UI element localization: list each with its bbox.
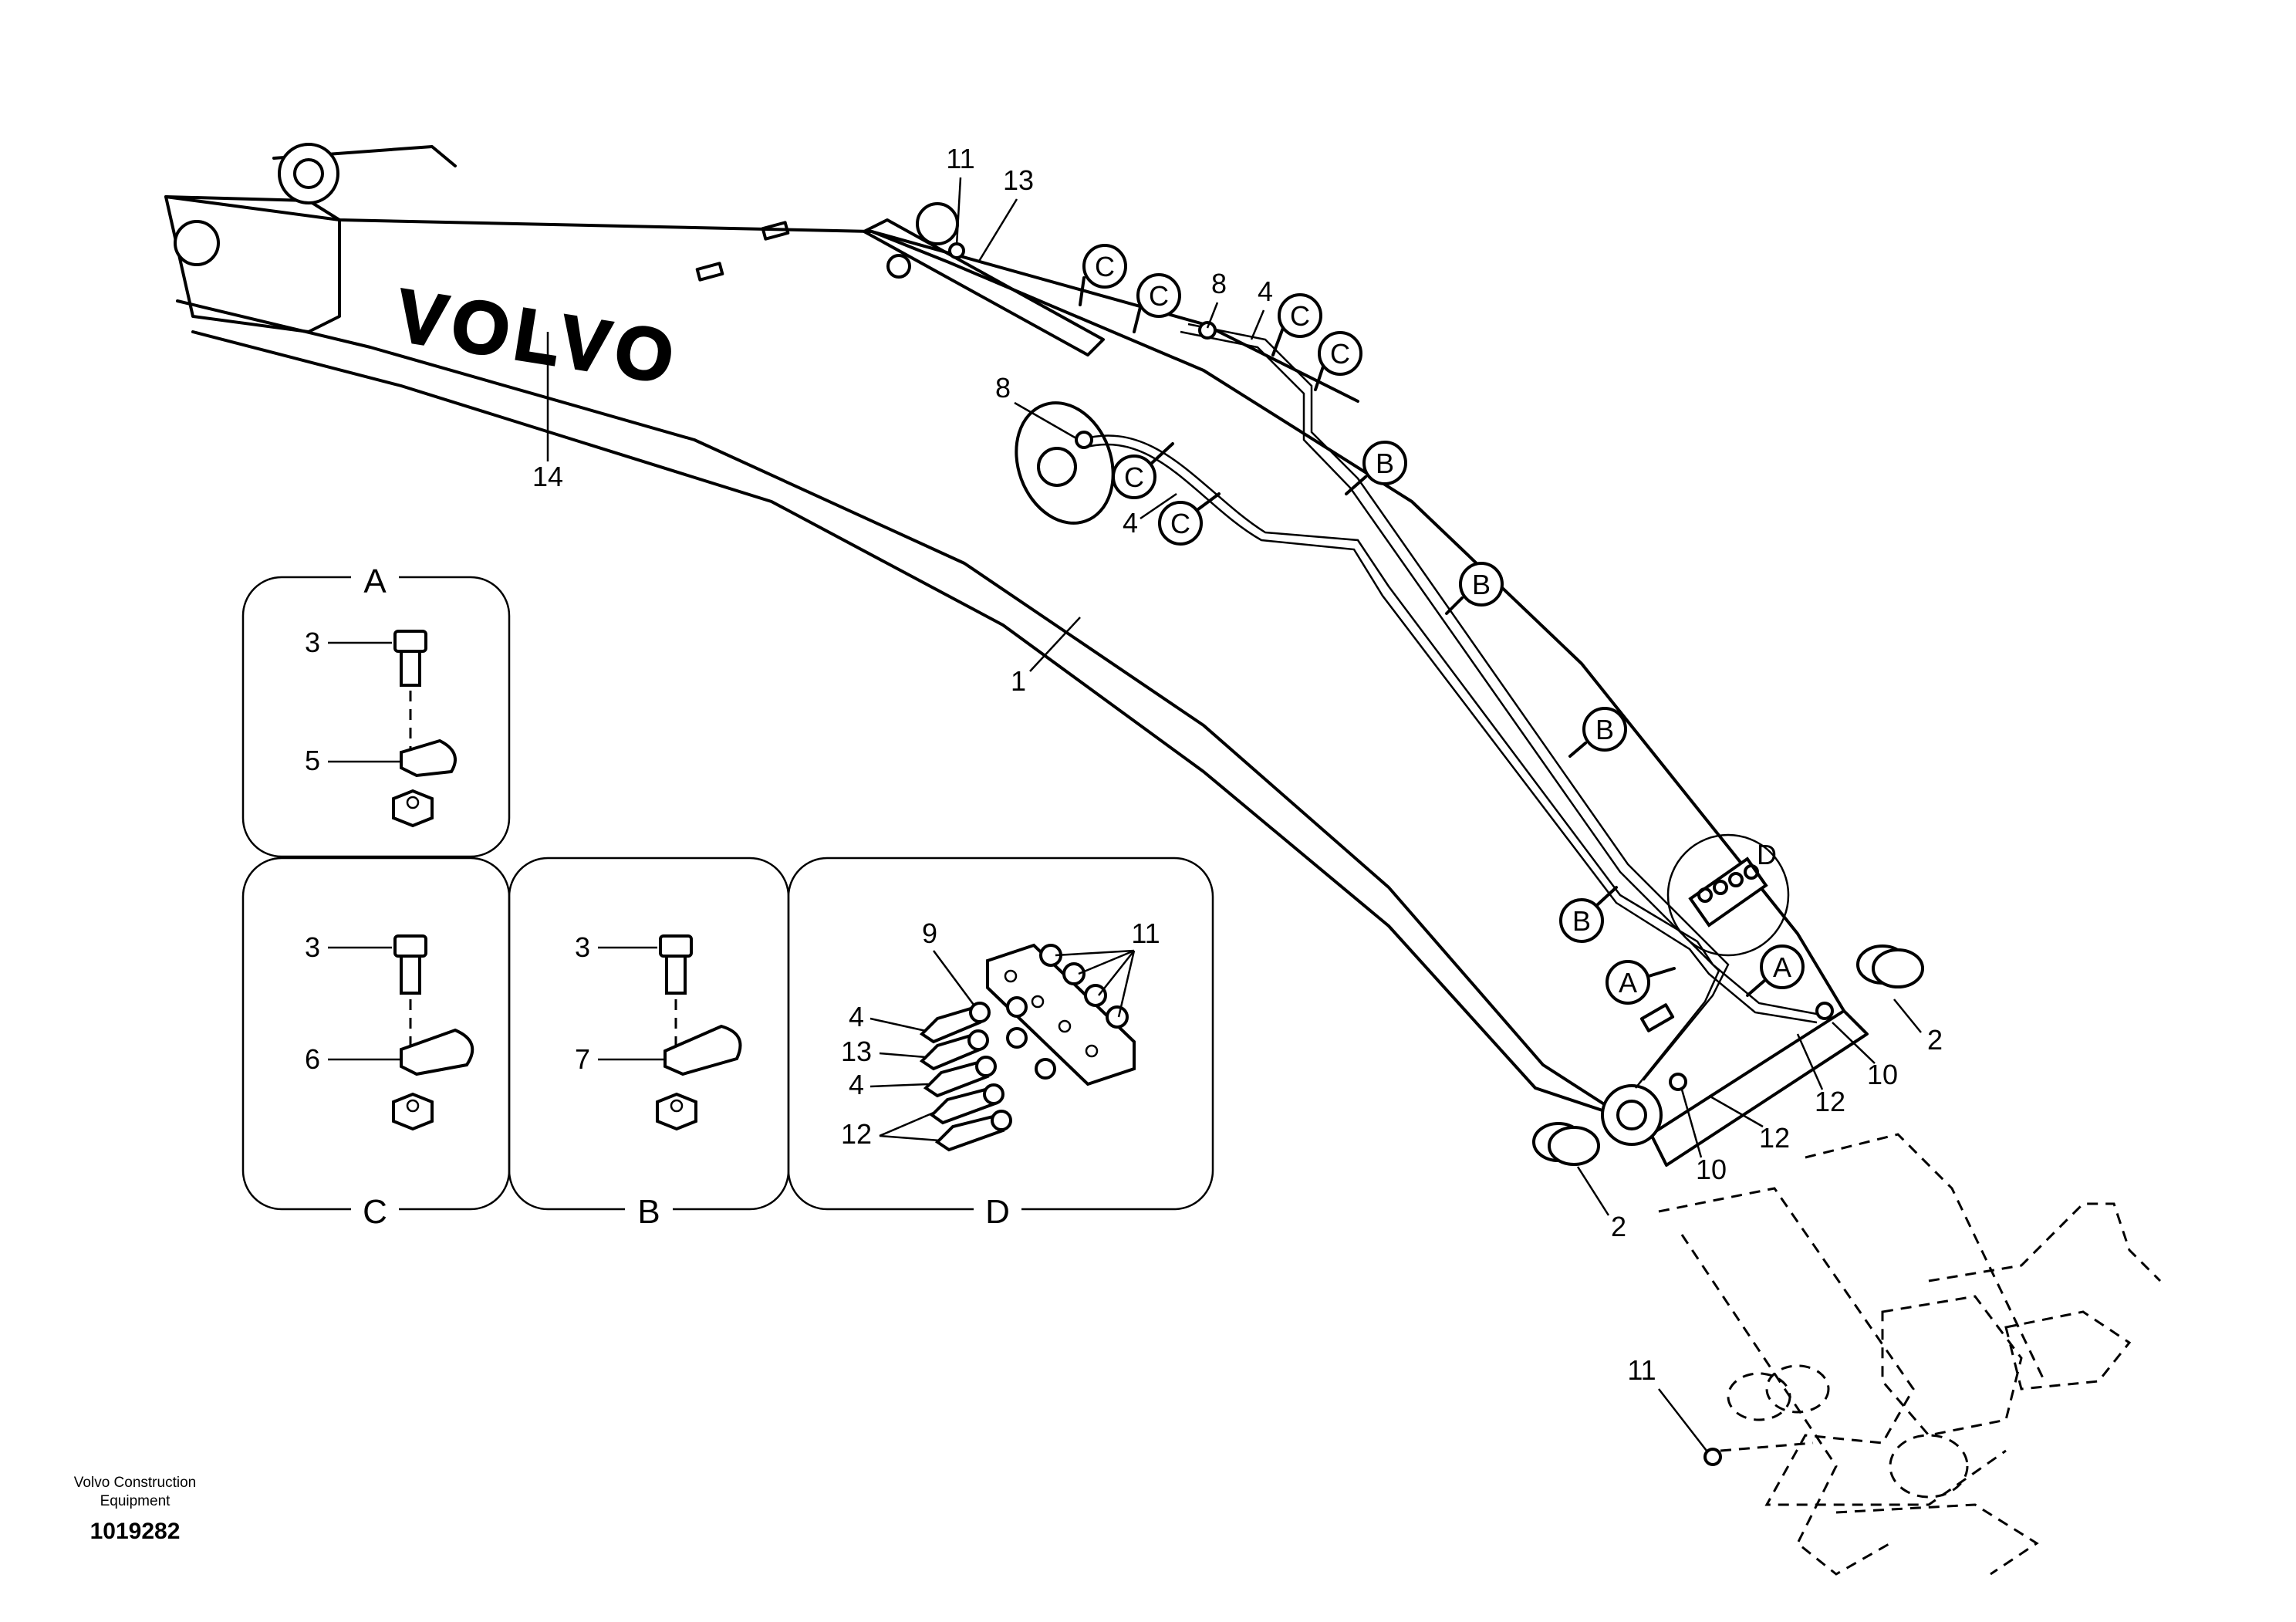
svg-text:D: D xyxy=(1757,839,1777,870)
panel-b-title: B xyxy=(637,1193,660,1231)
svg-text:6: 6 xyxy=(305,1043,320,1075)
callout-c-6: C xyxy=(1158,492,1221,546)
callout-a-1: A xyxy=(1606,960,1676,1005)
svg-text:5: 5 xyxy=(305,745,320,776)
phantom-arm xyxy=(1658,1133,2162,1576)
svg-text:13: 13 xyxy=(841,1036,872,1067)
svg-text:4: 4 xyxy=(849,1069,864,1100)
drawing-number: 1019282 xyxy=(89,1519,181,1544)
svg-text:C: C xyxy=(1124,461,1144,493)
callout-b-4: B xyxy=(1559,886,1618,943)
svg-text:12: 12 xyxy=(841,1118,872,1150)
svg-text:C: C xyxy=(1290,300,1310,332)
callout-c-5: C xyxy=(1112,442,1174,499)
bushing-top xyxy=(1856,944,1924,988)
boom-body xyxy=(164,143,1869,1167)
svg-text:C: C xyxy=(1170,508,1190,539)
callout-a-2: A xyxy=(1746,944,1805,997)
svg-text:4: 4 xyxy=(849,1001,864,1032)
callout-c-4: C xyxy=(1314,331,1362,391)
label-2-top: 2 xyxy=(1927,1024,1943,1056)
panel-d-title: D xyxy=(985,1193,1010,1231)
detail-panel-b: B 3 7 xyxy=(508,857,790,1231)
svg-text:C: C xyxy=(1149,280,1169,312)
label-8-top: 8 xyxy=(1211,268,1227,299)
label-2-bottom: 2 xyxy=(1611,1211,1626,1242)
label-14: 14 xyxy=(532,461,563,492)
detail-panel-a: A 3 5 xyxy=(241,563,511,858)
callout-c-3: C xyxy=(1271,293,1322,357)
label-4-mid: 4 xyxy=(1123,507,1138,539)
label-11-bottom: 11 xyxy=(1627,1354,1656,1386)
callout-d: D xyxy=(1757,839,1777,870)
detail-panel-d: D 9 11 xyxy=(787,857,1214,1231)
bushing-bottom xyxy=(1532,1122,1600,1166)
label-10-bottom: 10 xyxy=(1696,1154,1727,1185)
part-labels: 11 13 8 4 8 4 14 1 2 2 10 12 12 10 11 xyxy=(532,143,1943,1451)
hose-lines xyxy=(948,242,1834,1091)
svg-text:3: 3 xyxy=(575,931,590,963)
svg-text:3: 3 xyxy=(305,627,320,658)
callout-b-2: B xyxy=(1445,562,1504,615)
callout-c-1: C xyxy=(1079,244,1127,306)
svg-text:B: B xyxy=(1376,448,1394,479)
detail-panel-c: C 3 6 xyxy=(241,857,511,1231)
callout-b-3: B xyxy=(1568,707,1627,758)
svg-text:B: B xyxy=(1472,569,1491,600)
svg-text:A: A xyxy=(1773,951,1791,983)
svg-text:B: B xyxy=(1595,714,1614,745)
callouts: C C C C C C B B B B A A D xyxy=(1079,244,1805,1005)
volvo-logo: VOLVO xyxy=(391,274,685,400)
svg-text:A: A xyxy=(1619,967,1637,999)
svg-text:11: 11 xyxy=(1131,917,1160,949)
label-1: 1 xyxy=(1011,665,1026,697)
label-8-mid: 8 xyxy=(995,372,1011,404)
svg-text:C: C xyxy=(1330,338,1350,370)
label-11-top: 11 xyxy=(946,143,974,174)
label-12-bottom: 12 xyxy=(1759,1122,1790,1154)
label-4-top: 4 xyxy=(1258,275,1273,307)
panel-a-title: A xyxy=(363,563,387,600)
svg-text:B: B xyxy=(1572,905,1591,937)
callout-c-2: C xyxy=(1133,273,1181,333)
callout-b-1: B xyxy=(1345,441,1407,495)
svg-text:9: 9 xyxy=(922,917,937,949)
svg-text:C: C xyxy=(1095,251,1115,282)
svg-text:7: 7 xyxy=(575,1043,590,1075)
label-10-right: 10 xyxy=(1867,1059,1898,1090)
panel-c-title: C xyxy=(363,1193,387,1231)
company-name: Volvo Construction Equipment xyxy=(73,1475,197,1509)
label-12-right: 12 xyxy=(1815,1086,1845,1117)
label-13-top: 13 xyxy=(1003,164,1034,196)
svg-text:3: 3 xyxy=(305,931,320,963)
